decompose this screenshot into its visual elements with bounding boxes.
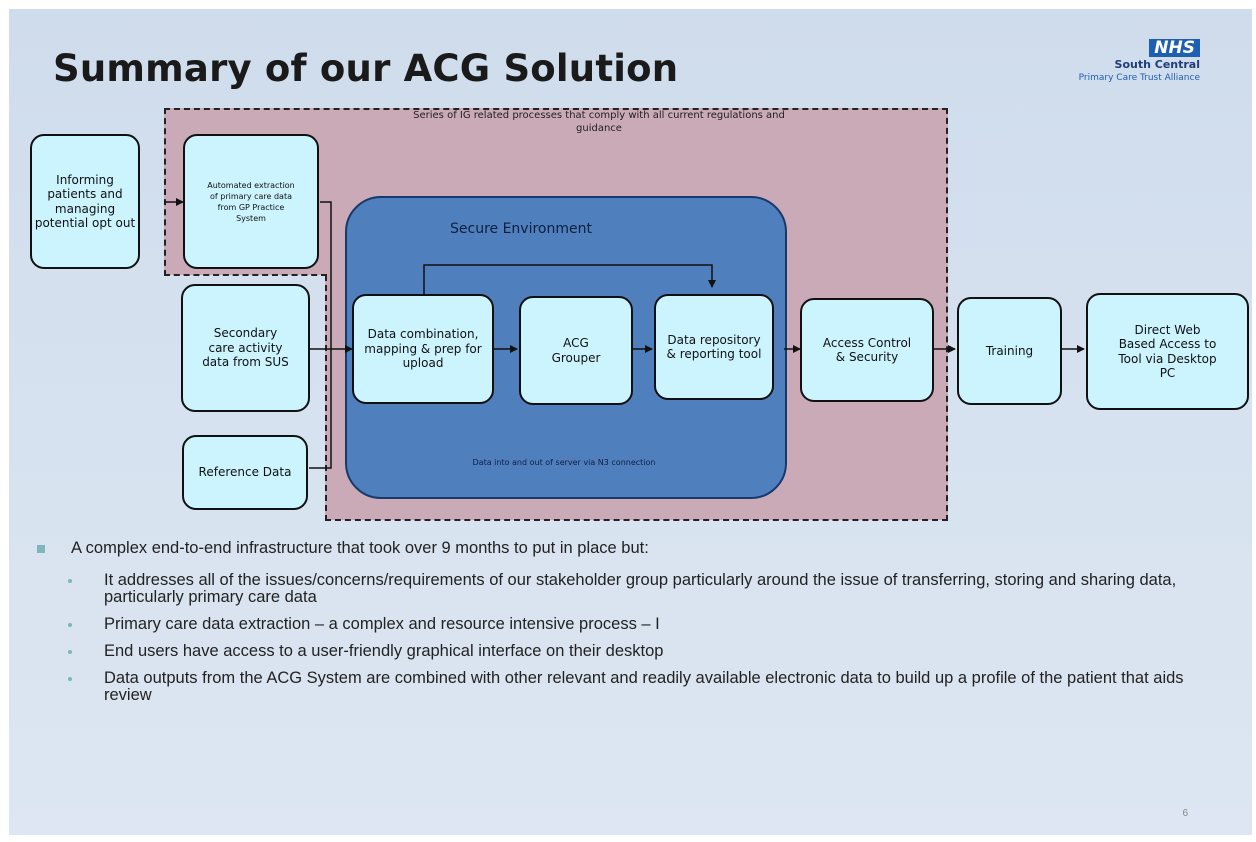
sub-bullet: Primary care data extraction – a complex…	[34, 616, 1234, 633]
ig-zone-border-top	[164, 108, 948, 110]
bullet-main: A complex end-to-end infrastructure that…	[34, 539, 1234, 558]
page-number: 6	[1182, 808, 1188, 819]
logo-org: South Central	[1114, 58, 1200, 71]
sub-bullet-text: Data outputs from the ACG System are com…	[104, 669, 1184, 704]
secure-environment-footer: Data into and out of server via N3 conne…	[472, 458, 656, 467]
line-reference-to-combination	[309, 349, 332, 469]
slide-title: Summary of our ACG Solution	[53, 47, 679, 90]
ig-zone-border-bottom	[325, 519, 948, 521]
sub-bullet: End users have access to a user-friendly…	[34, 643, 1234, 660]
node-reference-data: Reference Data	[182, 435, 308, 510]
node-secondary-care: Secondary care activity data from SUS	[181, 284, 310, 412]
node-automated-extraction: Automated extraction of primary care dat…	[183, 134, 319, 269]
sub-bullet-text: It addresses all of the issues/concerns/…	[104, 571, 1177, 606]
sub-bullet: Data outputs from the ACG System are com…	[34, 670, 1234, 704]
connectors	[164, 198, 1085, 469]
node-training: Training	[957, 297, 1062, 405]
secure-environment-title: Secure Environment	[450, 221, 592, 237]
node-data-combination: Data combination, mapping & prep for upl…	[352, 294, 494, 404]
sub-bullet: It addresses all of the issues/concerns/…	[34, 572, 1234, 606]
slide: Summary of our ACG Solution NHS South Ce…	[9, 9, 1252, 835]
dot-bullet-icon	[68, 650, 72, 654]
square-bullet-icon	[37, 545, 45, 553]
node-informing-patients: Informing patients and managing potentia…	[30, 134, 140, 269]
arrow-loop-to-repository	[423, 264, 716, 296]
ig-zone-caption: Series of IG related processes that comp…	[413, 110, 785, 134]
node-data-repository: Data repository & reporting tool	[654, 294, 774, 400]
nhs-logo: NHS South Central Primary Care Trust All…	[960, 39, 1200, 99]
node-access-control: Access Control & Security	[800, 298, 934, 402]
line-automated-to-combination	[320, 201, 332, 349]
logo-subtitle: Primary Care Trust Alliance	[1078, 73, 1200, 83]
bullet-main-text: A complex end-to-end infrastructure that…	[71, 539, 649, 557]
dot-bullet-icon	[68, 677, 72, 681]
dot-bullet-icon	[68, 623, 72, 627]
ig-zone-border-left-lower	[325, 275, 327, 521]
sub-bullet-text: End users have access to a user-friendly…	[104, 642, 664, 660]
ig-zone-border-step	[164, 274, 327, 276]
dot-bullet-icon	[68, 579, 72, 583]
node-acg-grouper: ACG Grouper	[519, 296, 633, 405]
bullet-list: A complex end-to-end infrastructure that…	[34, 539, 1234, 704]
nhs-badge: NHS	[1149, 39, 1200, 57]
node-direct-web-access: Direct Web Based Access to Tool via Desk…	[1086, 293, 1249, 410]
ig-zone-border-left-upper	[164, 108, 166, 276]
sub-bullet-text: Primary care data extraction – a complex…	[104, 615, 660, 633]
ig-zone-border-right	[946, 108, 948, 521]
